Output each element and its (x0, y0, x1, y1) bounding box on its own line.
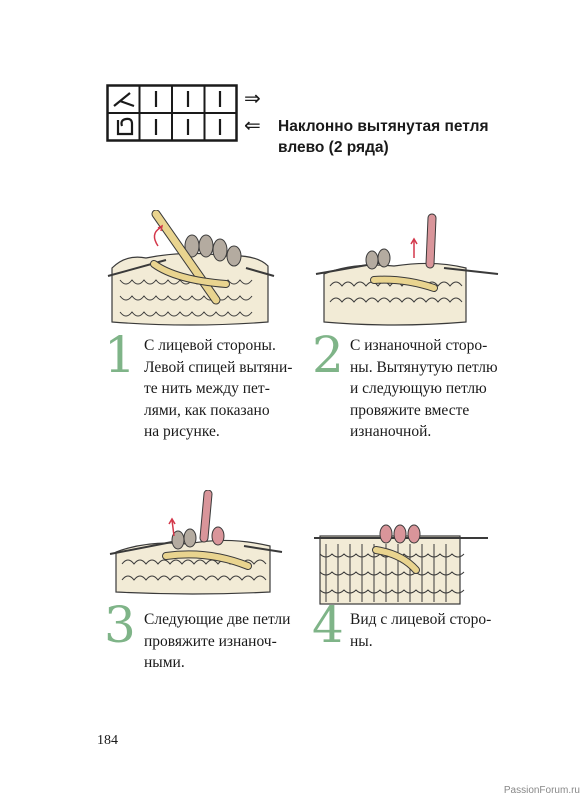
title-line-2: влево (2 ряда) (278, 139, 389, 156)
arrow-left-icon: ⇐ (244, 113, 261, 137)
step-1-line: С лицевой стороны. (144, 337, 276, 354)
illustration-step-4 (314, 524, 488, 605)
step-1-line: на рисунке. (144, 423, 220, 440)
stitch-chart (106, 84, 238, 142)
illustration-step-2 (315, 213, 499, 326)
step-1-line: Левой спицей вытяни- (144, 358, 293, 376)
illustration-step-1 (107, 210, 275, 326)
step-number-2: 2 (312, 326, 344, 384)
step-text-2: С изнаночной сторо- ны. Вытянутую петлю … (350, 335, 498, 443)
title-line-1: Наклонно вытянутая петля (278, 118, 489, 135)
illustration-step-3 (109, 490, 283, 595)
step-text-1: С лицевой стороны. Левой спицей вытяни- … (144, 335, 292, 443)
step-3-line: Следующие две петли (144, 611, 291, 628)
page-title: Наклонно вытянутая петля влево (2 ряда) (278, 116, 489, 158)
step-1-line: те нить между пет- (144, 380, 270, 397)
step-text-3: Следующие две петли провяжите изнаноч- н… (144, 609, 290, 674)
step-3-line: провяжите изнаноч- (144, 632, 277, 650)
arrow-right-icon: ⇒ (244, 86, 261, 110)
page-number: 184 (97, 733, 118, 748)
step-number-1: 1 (104, 326, 136, 384)
watermark: PassionForum.ru (503, 785, 580, 796)
step-4-line: ны. (350, 632, 373, 650)
step-number-3: 3 (104, 596, 136, 654)
step-4-line: Вид с лицевой сторо- (350, 611, 492, 628)
step-1-line: лями, как показано (144, 401, 270, 419)
step-number-4: 4 (312, 596, 344, 654)
step-3-line: ными. (144, 654, 185, 671)
step-2-line: провяжите вместе (350, 401, 470, 419)
step-2-line: ны. Вытянутую петлю (350, 358, 498, 376)
step-text-4: Вид с лицевой сторо- ны. (350, 609, 491, 652)
step-2-line: и следующую петлю (350, 380, 487, 397)
step-2-line: С изнаночной сторо- (350, 337, 488, 354)
step-2-line: изнаночной. (350, 423, 432, 440)
